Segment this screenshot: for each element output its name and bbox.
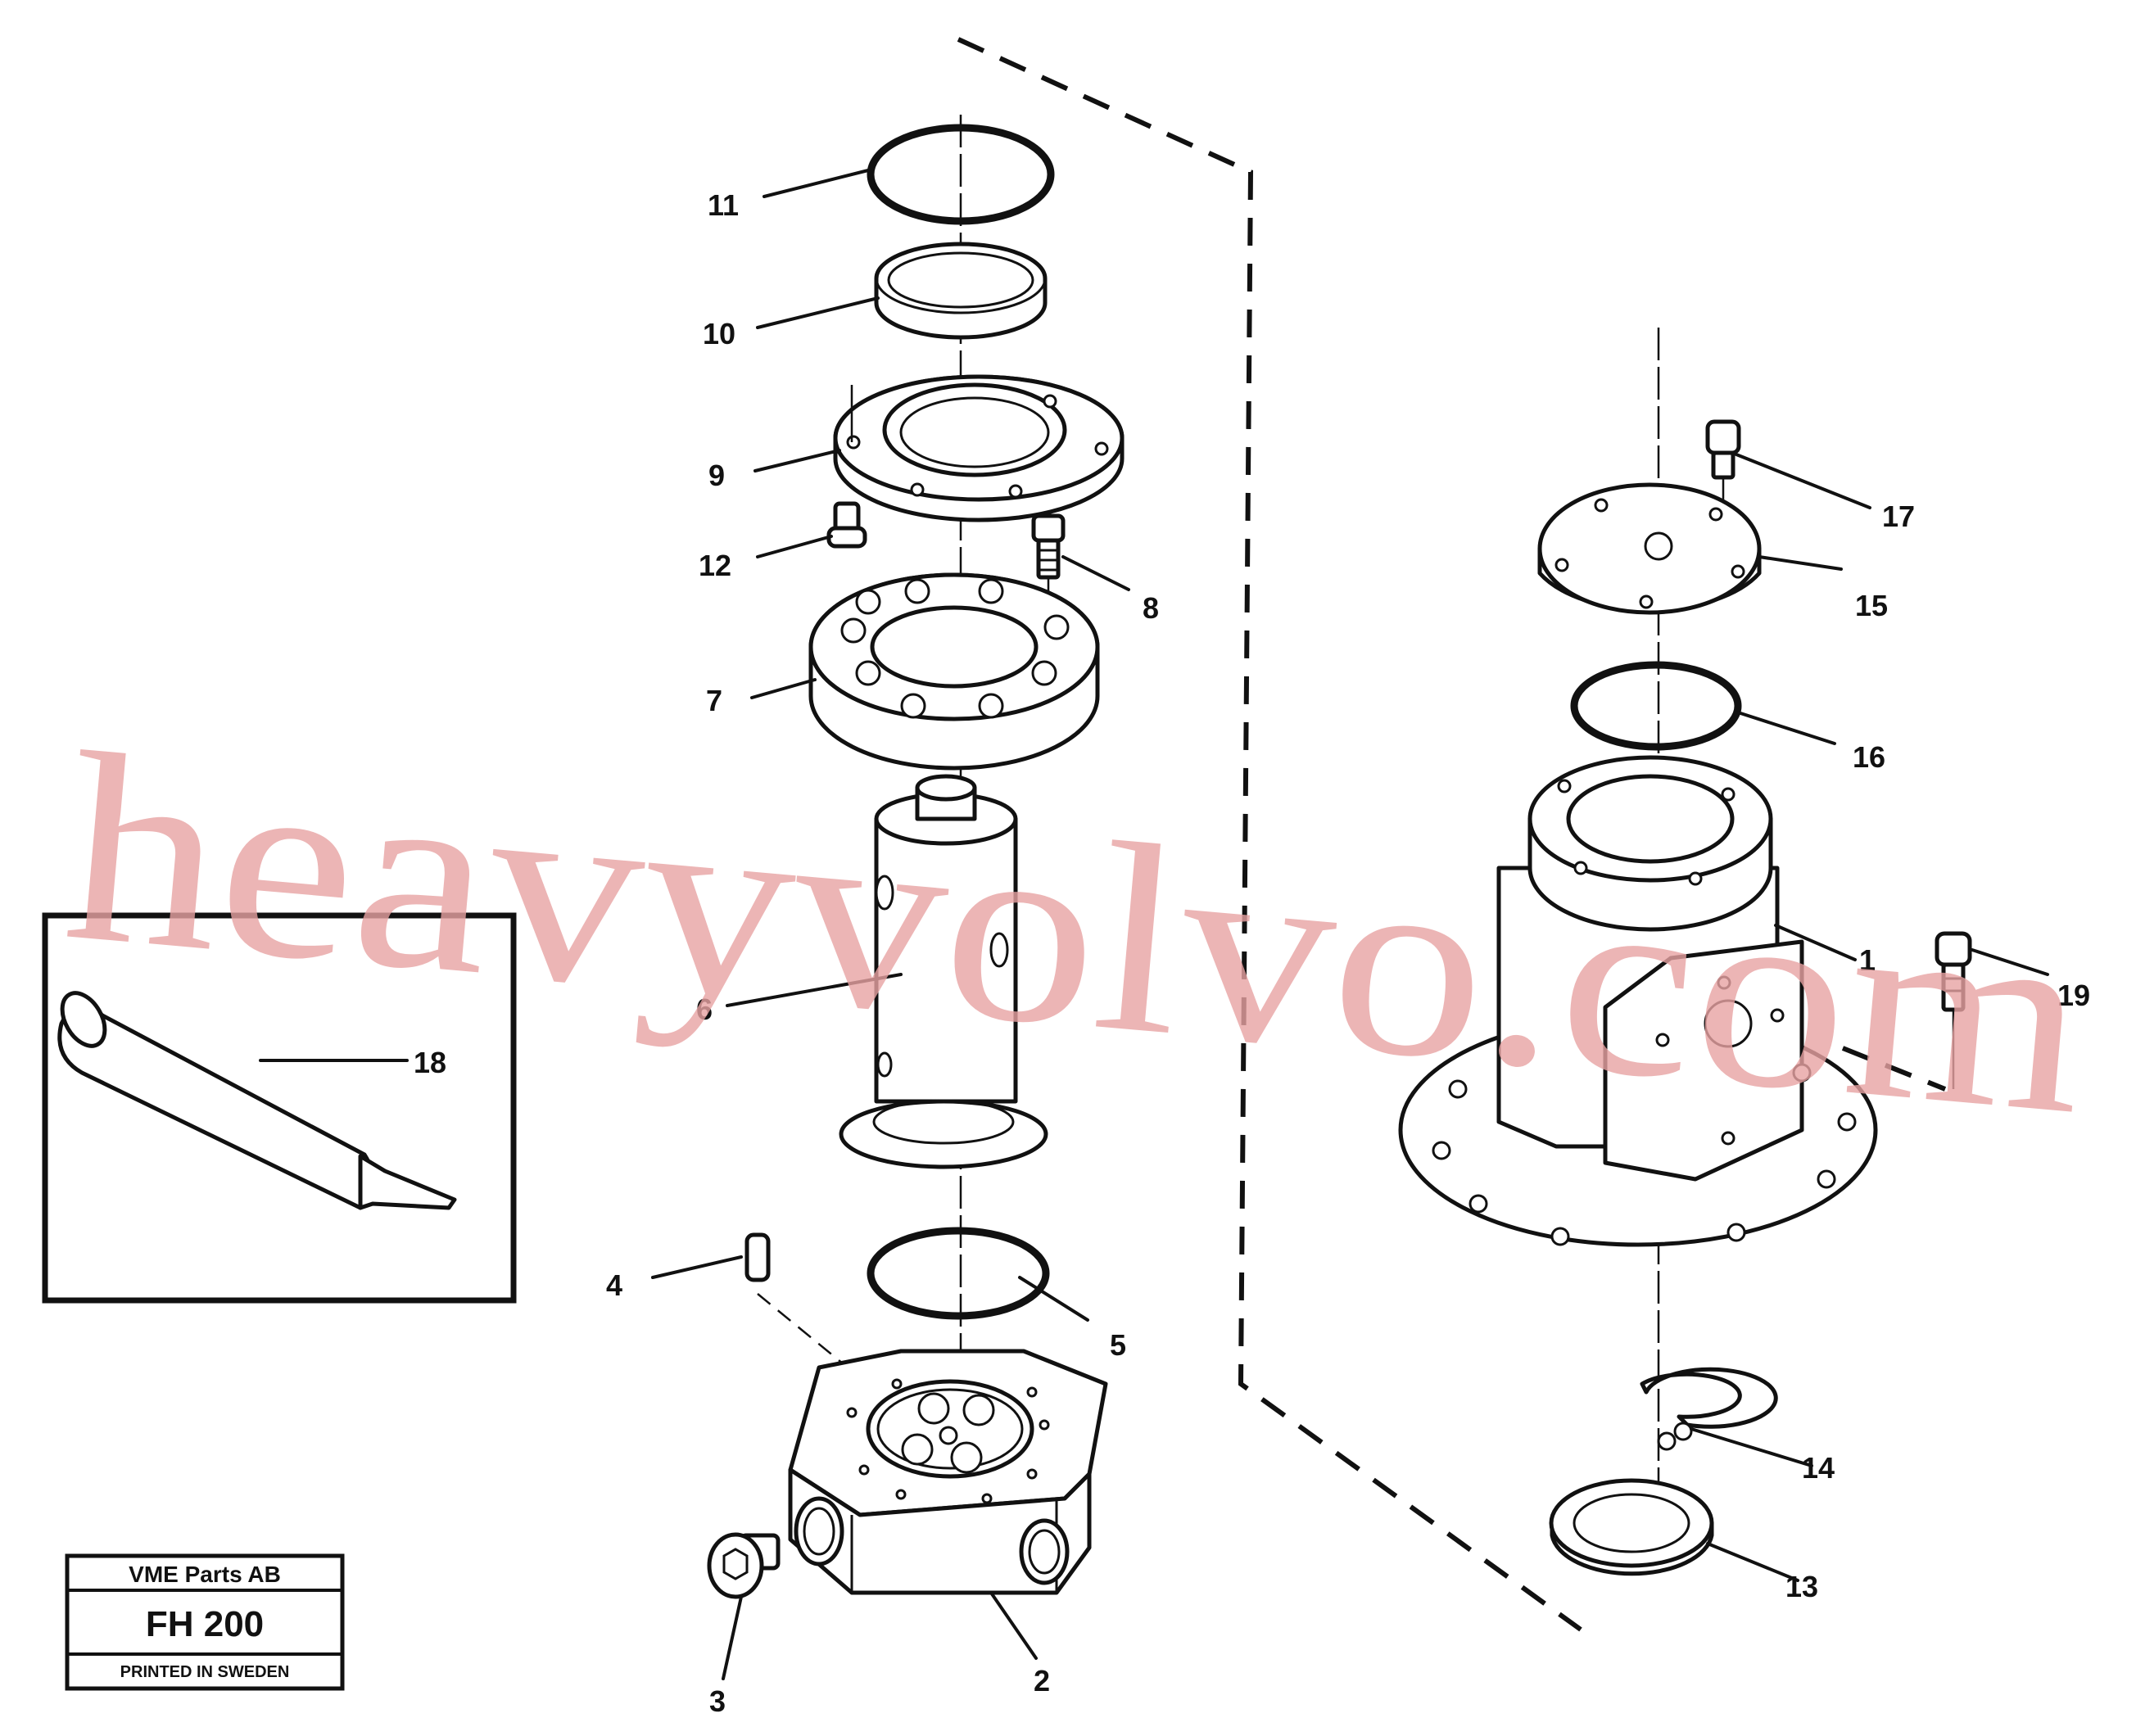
leader-lines xyxy=(259,169,2049,1680)
part-13-seal xyxy=(1549,1478,1714,1576)
part-16-o-ring xyxy=(1570,661,1742,751)
callout-10: 10 xyxy=(703,317,735,350)
callout-9: 9 xyxy=(708,459,725,492)
callout-18: 18 xyxy=(414,1046,446,1079)
part-14-circlip xyxy=(1640,1367,1778,1451)
part-3-plug xyxy=(707,1532,781,1599)
callout-12: 12 xyxy=(699,549,731,582)
part-19-bolt xyxy=(1935,931,1972,1089)
part-2-housing xyxy=(788,1349,1108,1595)
title-block: VME Parts AB FH 200 PRINTED IN SWEDEN xyxy=(65,1553,345,1691)
callout-8: 8 xyxy=(1143,591,1159,625)
callout-3: 3 xyxy=(709,1684,726,1718)
part-15-cover-plate xyxy=(1537,482,1762,615)
part-11-o-ring xyxy=(867,124,1055,225)
watermark: heavyvolvo.com xyxy=(56,697,2097,1171)
callout-15: 15 xyxy=(1855,589,1888,622)
title-block-note: PRINTED IN SWEDEN xyxy=(120,1663,290,1681)
part-5-o-ring xyxy=(867,1227,1050,1320)
callout-14: 14 xyxy=(1802,1451,1835,1485)
callout-7: 7 xyxy=(706,684,722,717)
part-10-bearing-ring xyxy=(874,242,1048,340)
part-18-sealant-tube xyxy=(57,991,457,1210)
inset-sealant-box xyxy=(42,912,517,1304)
assembly-boundary-dashed xyxy=(957,37,1582,1632)
title-block-code: FH 200 xyxy=(146,1604,264,1644)
bolt-19-dashed-link xyxy=(1841,1046,1947,1092)
callout-5: 5 xyxy=(1110,1328,1126,1362)
callout-1: 1 xyxy=(1859,943,1876,977)
callout-16: 16 xyxy=(1853,740,1885,774)
part-17-bolt xyxy=(1705,419,1741,512)
callout-4: 4 xyxy=(606,1268,622,1302)
callout-labels: 1 2 3 4 5 6 7 8 9 10 11 12 13 14 15 16 1… xyxy=(414,188,2090,1718)
callout-2: 2 xyxy=(1034,1664,1050,1698)
part-1-housing xyxy=(1398,755,1878,1247)
callout-19: 19 xyxy=(2057,979,2090,1012)
callout-6: 6 xyxy=(696,992,713,1026)
part-9-bearing-flange xyxy=(833,374,1125,522)
callout-17: 17 xyxy=(1882,500,1915,533)
callout-13: 13 xyxy=(1785,1570,1818,1603)
part-7-flange xyxy=(808,572,1100,771)
callout-11: 11 xyxy=(708,188,739,222)
title-block-company: VME Parts AB xyxy=(129,1562,281,1587)
part-6-shaft xyxy=(839,774,1048,1169)
part-12-screw xyxy=(826,501,867,549)
